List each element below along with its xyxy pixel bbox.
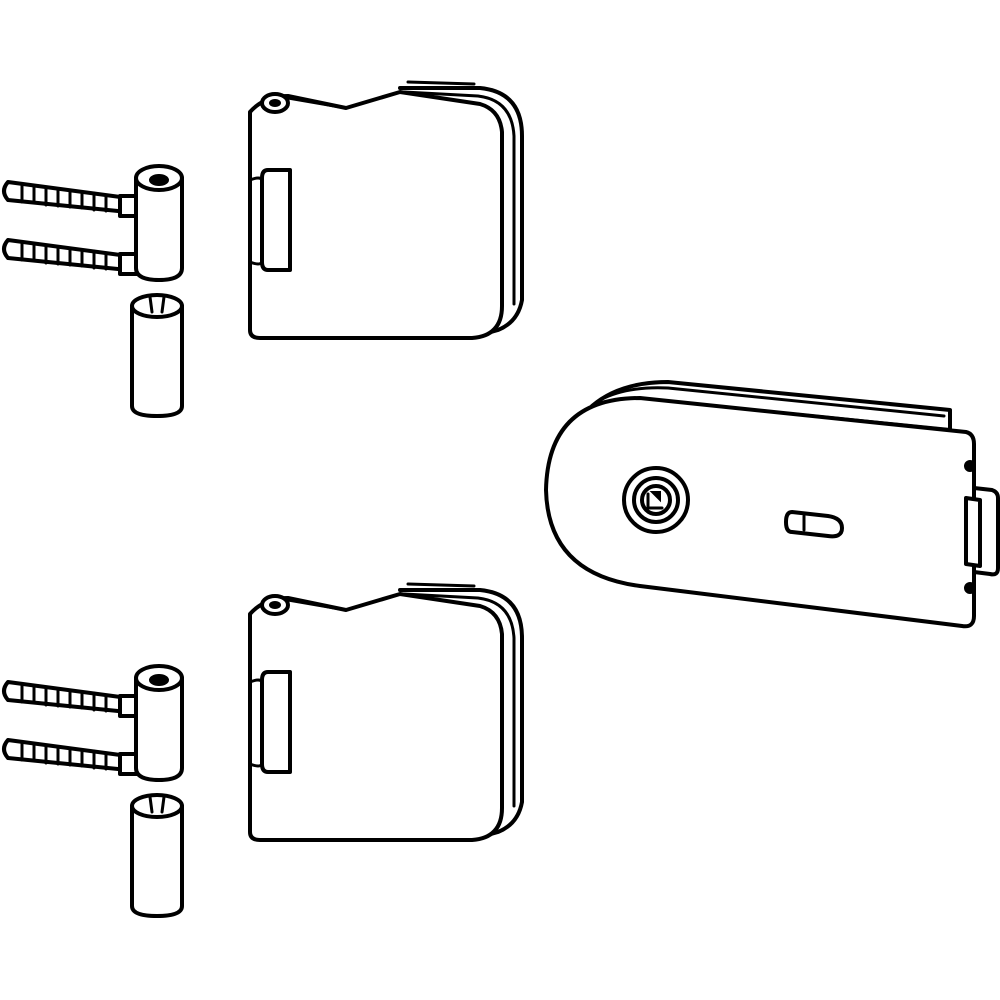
- lock-cylinder-icon: [622, 466, 690, 534]
- hinge-pin-assembly-bottom: [2, 664, 184, 918]
- keyhole-icon: [784, 510, 844, 539]
- hinge-clamp-top: [248, 80, 524, 340]
- hinge-pin-assembly-top: [2, 164, 184, 418]
- glass-door-lock: [544, 380, 1000, 629]
- hinge-clamp-bottom: [248, 582, 524, 842]
